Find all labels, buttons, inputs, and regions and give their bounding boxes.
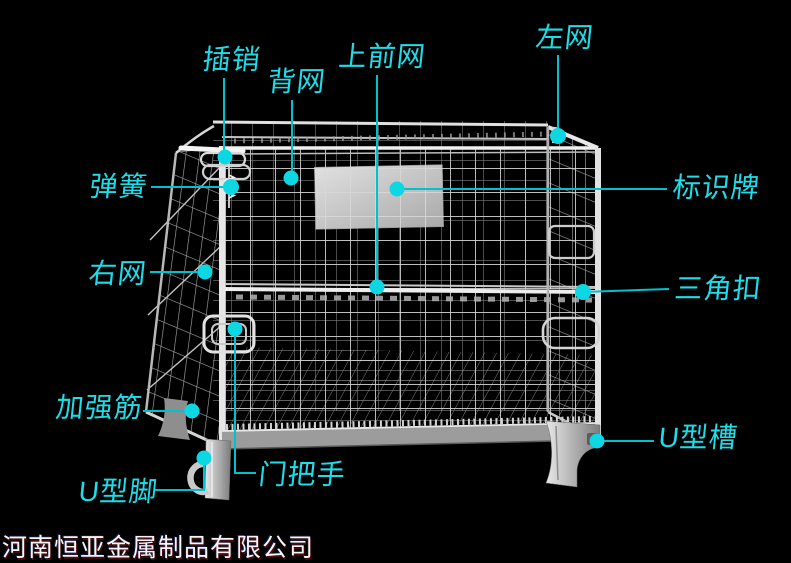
front-left-foot [187, 438, 232, 501]
leader-left-mesh [550, 55, 566, 144]
company-name: 河南恒亚金属制品有限公司 [2, 534, 315, 562]
label-pin: 插销 [201, 44, 263, 75]
leader-back-mesh [283, 100, 299, 186]
left-side-panel [144, 124, 223, 449]
frame-rails [219, 125, 601, 450]
label-u-foot: U型脚 [77, 476, 160, 507]
label-u-channel: U型槽 [657, 422, 740, 453]
label-left-mesh: 左网 [534, 22, 596, 53]
lower-front-mesh-panel [222, 291, 598, 438]
leader-sign-plate [389, 181, 667, 197]
leader-door-handle [227, 321, 256, 474]
label-door-handle: 门把手 [257, 459, 348, 490]
label-upper-front-mesh: 上前网 [337, 41, 428, 72]
bottom-rail-assembly [221, 416, 596, 450]
upper-front-mesh-panel [222, 148, 598, 289]
label-reinforcing-rib: 加强筋 [54, 392, 145, 423]
leader-u-channel [589, 433, 654, 449]
leader-right-mesh [150, 264, 213, 280]
label-right-mesh: 右网 [87, 258, 149, 289]
leader-reinforcing-rib [143, 403, 200, 419]
label-triangle-buckle: 三角扣 [673, 273, 764, 304]
leader-triangle-buckle [575, 284, 670, 300]
label-sign-plate: 标识牌 [671, 172, 762, 203]
label-spring: 弹簧 [88, 171, 150, 202]
leader-pin [217, 78, 233, 165]
leader-spring [151, 179, 239, 195]
back-left-foot [158, 398, 190, 440]
label-back-mesh: 背网 [266, 66, 328, 97]
door-handle-hardware [202, 314, 256, 354]
leader-u-foot [155, 450, 212, 491]
leader-upper-front-mesh [369, 75, 385, 295]
